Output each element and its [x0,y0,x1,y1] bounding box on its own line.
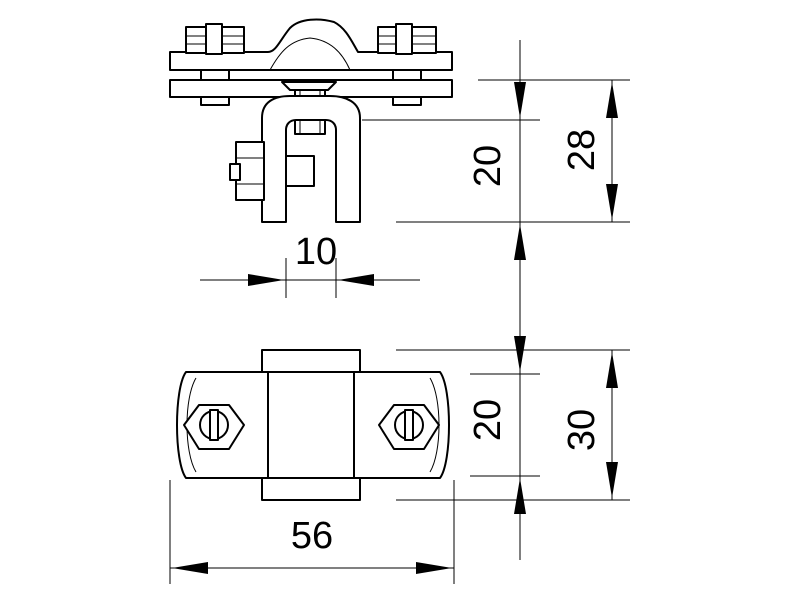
u-clamp-body [261,95,361,223]
upper-strap [169,18,453,71]
dim-label-56: 56 [291,515,333,557]
dim-label-30: 30 [561,409,603,451]
front-view [169,18,453,223]
bottom-tab [261,477,361,501]
center-block [267,371,355,479]
right-hex-bolt [378,404,440,450]
right-bolt-front [377,23,437,106]
dim-label-20-top: 20 [467,399,509,441]
top-view [176,349,450,501]
dim-label-20-front: 20 [467,145,509,187]
side-screw [229,141,315,201]
top-tab [261,349,361,373]
left-hex-bolt [183,404,245,450]
saddle-inner [269,37,351,71]
dim-label-28: 28 [561,129,603,171]
dimension-lines [169,40,630,584]
left-bolt-front [185,23,245,106]
dim-label-10: 10 [295,231,337,273]
